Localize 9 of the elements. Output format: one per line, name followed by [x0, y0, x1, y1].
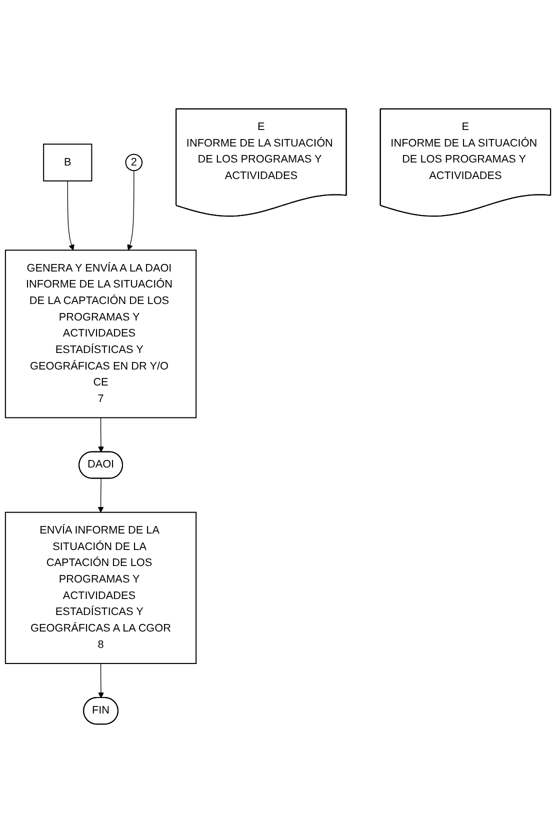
node-box: ENVÍA INFORME DE LA SITUACIÓN DE LA CAPTACIÓN DE LOS PROGRAMAS Y ACTIVIDADES ESTADÍSTICAS Y GEOGRÁFICAS A LA CGOR 8 — [4, 512, 197, 664]
arrow — [98, 417, 104, 452]
arrow — [98, 478, 104, 513]
arrow — [127, 170, 134, 250]
arrow — [98, 663, 104, 698]
node-box: GENERA Y ENVÍA A LA DAOI INFORME DE LA SITUACIÓN DE LA CAPTACIÓN DE LOS PROGRAMAS Y ACTIVIDADES ESTADÍSTICAS Y GEOGRÁFICAS EN DR Y/O CE 7 — [4, 250, 197, 418]
node-circle: 2 — [125, 154, 143, 172]
arrow — [67, 180, 74, 250]
node-box: B — [43, 144, 92, 182]
